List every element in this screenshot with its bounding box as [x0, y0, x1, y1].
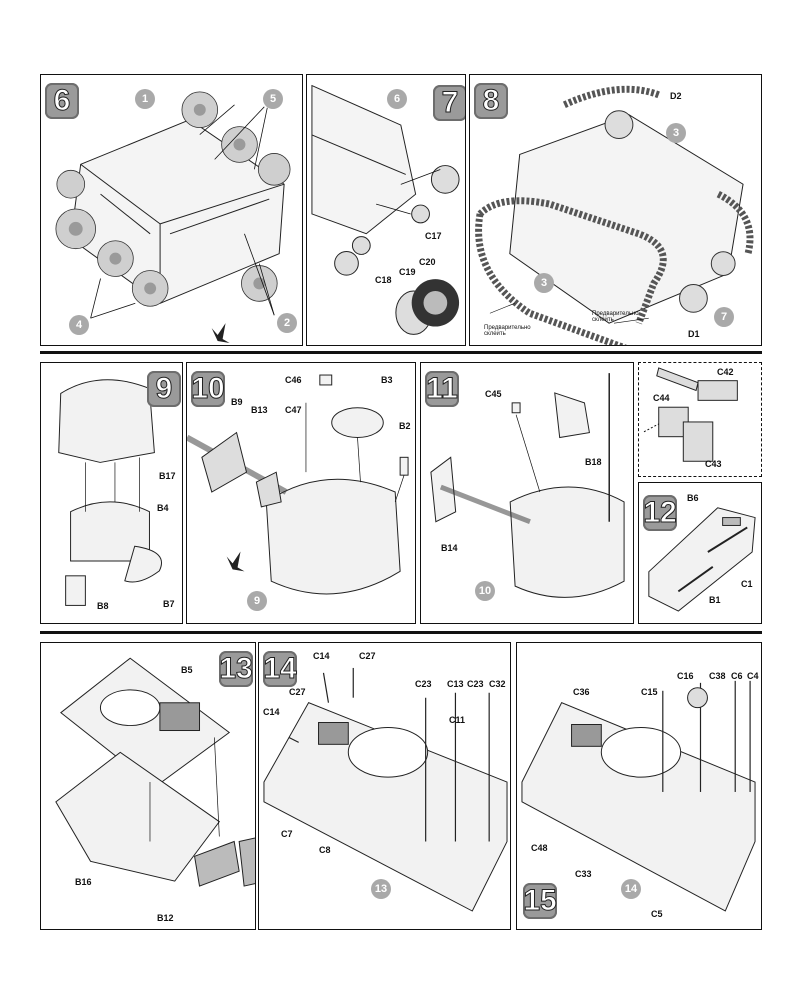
- step-13-panel: 13 B5 B16 B12 12: [40, 642, 256, 930]
- part-label-b12: B12: [157, 913, 174, 923]
- part-bubble-6: 6: [387, 89, 407, 109]
- part-label-b8: B8: [97, 601, 109, 611]
- part-label-b6: B6: [687, 493, 699, 503]
- part-label-c4: C4: [747, 671, 759, 681]
- part-bubble-5: 5: [263, 89, 283, 109]
- step-number-12: 12: [643, 495, 677, 531]
- part-label-b4: B4: [157, 503, 169, 513]
- part-label-b3: B3: [381, 375, 393, 385]
- part-label-c32: C32: [489, 679, 506, 689]
- part-bubble-3-top: 3: [666, 123, 686, 143]
- part-label-c14-top: C14: [313, 651, 330, 661]
- part-label-c16: C16: [677, 671, 694, 681]
- step-number-15: 15: [523, 883, 557, 919]
- part-label-b7: B7: [163, 599, 175, 609]
- row-separator-2: [40, 631, 762, 634]
- part-label-b1: B1: [709, 595, 721, 605]
- step-14-drawing: [263, 667, 508, 912]
- step-6-drawing: [55, 91, 291, 343]
- step-7-drawing: [311, 84, 460, 335]
- part-label-c36: C36: [573, 687, 590, 697]
- part-label-c23-b: C23: [467, 679, 484, 689]
- step-number-8: 8: [474, 83, 508, 119]
- part-label-c6: C6: [731, 671, 743, 681]
- step-13-drawing: [55, 657, 255, 887]
- part-label-d2: D2: [670, 91, 682, 101]
- row-separator-1: [40, 351, 762, 354]
- gun-detail-drawing: [643, 367, 738, 462]
- part-label-c42: C42: [717, 367, 734, 377]
- step-9-panel: 9 B17 B4 B7 B8: [40, 362, 183, 624]
- part-label-c33: C33: [575, 869, 592, 879]
- step-number-6: 6: [45, 83, 79, 119]
- part-label-c47: C47: [285, 405, 302, 415]
- step-15-drawing: [521, 680, 756, 912]
- part-label-b14: B14: [441, 543, 458, 553]
- part-bubble-9: 9: [247, 591, 267, 611]
- step-number-9: 9: [147, 371, 181, 407]
- part-label-c18: C18: [375, 275, 392, 285]
- part-bubble-3-left: 3: [534, 273, 554, 293]
- part-label-c27-top: C27: [359, 651, 376, 661]
- step-15-panel: 15 C36 C16 C15 C38 C6 C4 C48 C33 C5 14: [516, 642, 762, 930]
- part-label-b5: B5: [181, 665, 193, 675]
- step-10-drawing: [187, 374, 409, 595]
- track-note-left: Предварительно склеить: [484, 325, 531, 337]
- part-label-c45: C45: [485, 389, 502, 399]
- step-number-10: 10: [191, 371, 225, 407]
- step-12-panel: 12 B6 C1 B1: [638, 482, 762, 624]
- part-label-b9: B9: [231, 397, 243, 407]
- step-6-panel: 6 1 5 4 2: [40, 74, 303, 346]
- part-bubble-14: 14: [621, 879, 641, 899]
- part-label-c23-a: C23: [415, 679, 432, 689]
- part-label-c44: C44: [653, 393, 670, 403]
- part-bubble-2: 2: [277, 313, 297, 333]
- part-label-c19: C19: [399, 267, 416, 277]
- step-10-panel: 10 C46 B3 B9 B13 C47 B2 9: [186, 362, 416, 624]
- step-number-13: 13: [219, 651, 253, 687]
- part-label-c27-left: C27: [289, 687, 306, 697]
- step-7-panel: 7 6 C17 C18 C19 C20: [306, 74, 466, 346]
- step-number-7: 7: [433, 85, 465, 121]
- step-8-panel: 8 D2 3 3 D1 7 Предварительно склеить Пре…: [469, 74, 762, 346]
- part-label-b2: B2: [399, 421, 411, 431]
- part-label-c8: C8: [319, 845, 331, 855]
- part-label-b17: B17: [159, 471, 176, 481]
- part-label-c1: C1: [741, 579, 753, 589]
- step-number-11: 11: [425, 371, 459, 407]
- step-9-drawing: [58, 379, 162, 606]
- part-label-c48: C48: [531, 843, 548, 853]
- part-label-c11: C11: [449, 715, 466, 725]
- part-label-c46: C46: [285, 375, 302, 385]
- part-label-d1: D1: [688, 329, 700, 339]
- part-label-b18: B18: [585, 457, 602, 467]
- step-11-drawing: [430, 373, 625, 598]
- part-bubble-13: 13: [371, 879, 391, 899]
- part-label-b13: B13: [251, 405, 268, 415]
- part-label-c13: C13: [447, 679, 464, 689]
- step-11-detail-panel: C42 C44 C43: [638, 362, 762, 477]
- part-bubble-4: 4: [69, 315, 89, 335]
- step-14-panel: 14 C14 C27 C27 C14 C23 C13 C23 C32 C11 C…: [258, 642, 511, 930]
- part-label-b16: B16: [75, 877, 92, 887]
- part-label-c38: C38: [709, 671, 726, 681]
- step-11-panel: 11 C45 B18 B14 10: [420, 362, 634, 624]
- part-bubble-7: 7: [714, 307, 734, 327]
- step-12-drawing: [648, 507, 756, 612]
- part-label-c43: C43: [705, 459, 722, 469]
- track-note-right: Предварительно склеить: [592, 311, 639, 323]
- part-bubble-1: 1: [135, 89, 155, 109]
- part-label-c14-left: C14: [263, 707, 280, 717]
- part-label-c7: C7: [281, 829, 293, 839]
- step-number-14: 14: [263, 651, 297, 687]
- part-label-c20: C20: [419, 257, 436, 267]
- part-label-c15: C15: [641, 687, 658, 697]
- part-label-c5: C5: [651, 909, 663, 919]
- step-8-drawing: [475, 85, 754, 345]
- part-label-c17: C17: [425, 231, 442, 241]
- part-bubble-10: 10: [475, 581, 495, 601]
